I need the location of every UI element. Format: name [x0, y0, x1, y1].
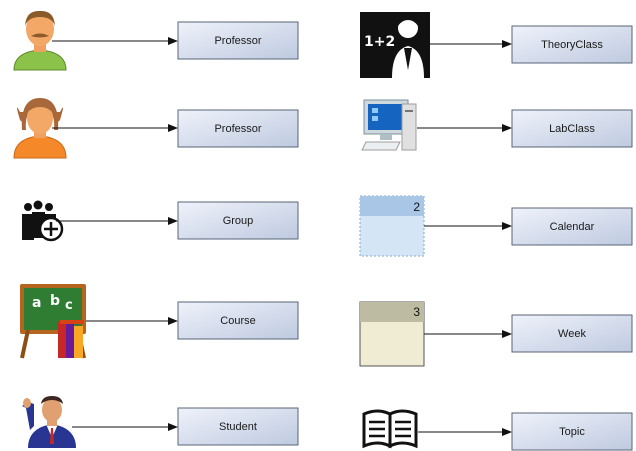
node-label: Topic [559, 426, 585, 438]
node-label: Student [219, 421, 257, 433]
node-label: TheoryClass [541, 39, 603, 51]
calendar-day-number: 2 [413, 200, 420, 214]
chalkboard-books-icon: a b c [20, 284, 86, 359]
node-week[interactable]: Week [511, 314, 633, 353]
node-label: Professor [214, 123, 261, 135]
node-labclass[interactable]: LabClass [511, 109, 633, 148]
student-raising-hand-icon [22, 396, 76, 448]
week-page-icon: 3 [359, 301, 425, 367]
calendar-day-icon: 2 [359, 195, 425, 257]
node-professor-2[interactable]: Professor [177, 109, 299, 148]
teacher-blackboard-icon: 1+2 [360, 12, 430, 78]
svg-text:a: a [32, 295, 41, 311]
node-course[interactable]: Course [177, 301, 299, 340]
node-professor-1[interactable]: Professor [177, 21, 299, 60]
node-student[interactable]: Student [177, 407, 299, 446]
node-topic[interactable]: Topic [511, 412, 633, 451]
node-theoryclass[interactable]: TheoryClass [511, 25, 633, 64]
svg-text:1+2: 1+2 [364, 34, 395, 50]
node-group[interactable]: Group [177, 201, 299, 240]
node-label: Group [223, 215, 254, 227]
node-label: Week [558, 328, 586, 340]
svg-text:c: c [65, 298, 73, 313]
svg-text:b: b [50, 293, 60, 309]
male-person-icon [13, 10, 67, 71]
node-label: LabClass [549, 123, 595, 135]
desktop-computer-icon [361, 99, 417, 151]
week-number: 3 [413, 305, 420, 319]
node-calendar[interactable]: Calendar [511, 207, 633, 246]
node-label: Calendar [550, 221, 595, 233]
open-book-icon [362, 409, 418, 449]
node-label: Professor [214, 35, 261, 47]
group-add-icon [22, 200, 64, 242]
female-person-icon [13, 98, 67, 159]
node-label: Course [220, 315, 255, 327]
